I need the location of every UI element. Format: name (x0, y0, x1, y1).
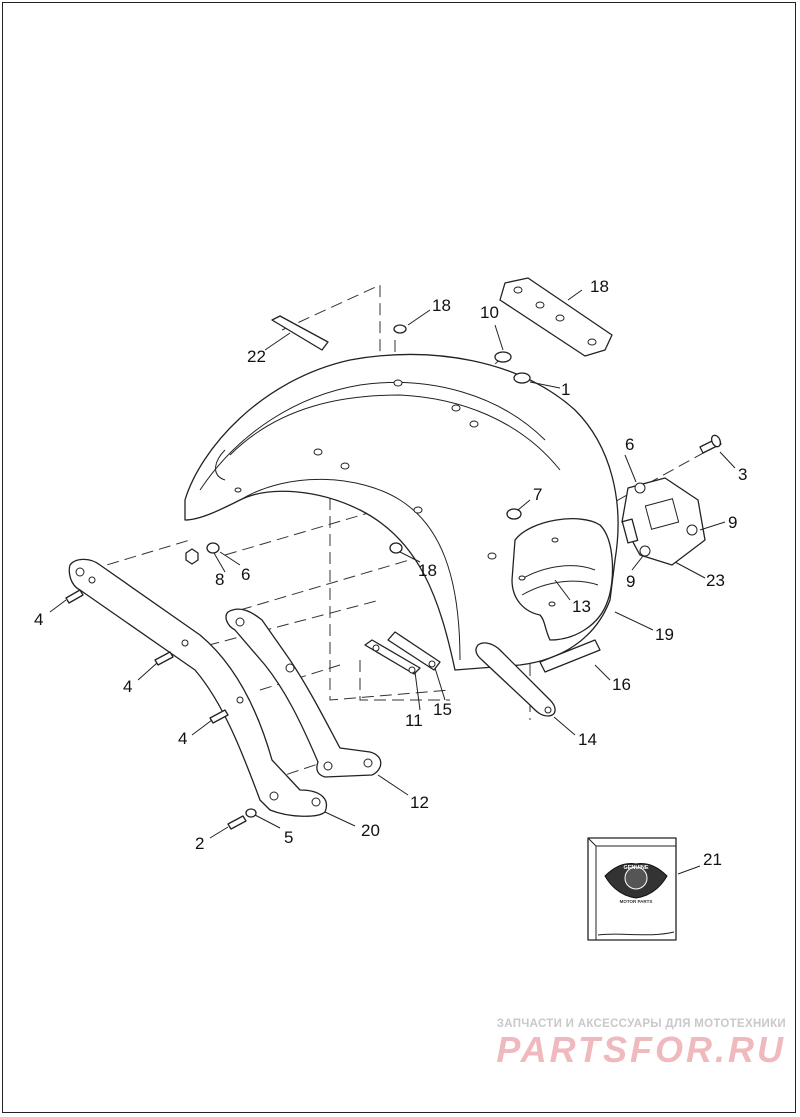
callout-6b: 6 (625, 435, 634, 454)
callout-4a: 4 (34, 610, 43, 629)
callout-2: 2 (195, 834, 204, 853)
strap-22 (271, 315, 329, 351)
screw-3 (699, 434, 722, 454)
callout-13: 13 (572, 597, 591, 616)
callout-20: 20 (361, 821, 380, 840)
callout-5: 5 (284, 828, 293, 847)
callout-11: 11 (405, 711, 423, 730)
screws-4 (65, 589, 229, 724)
callout-22: 22 (247, 347, 266, 366)
screw-2-washer-5 (227, 808, 257, 830)
callout-7: 7 (533, 485, 542, 504)
manual-booklet: GENUINE MOTOR PARTS (587, 837, 677, 941)
callout-14: 14 (578, 730, 597, 749)
callout-19: 19 (655, 625, 674, 644)
support-rail-right (225, 608, 382, 778)
badge-bottom-text: MOTOR PARTS (620, 899, 653, 904)
strut-14 (475, 642, 556, 717)
rear-fender (184, 353, 619, 671)
watermark-tagline: ЗАПЧАСТИ И АКСЕССУАРЫ ДЛЯ МОТОТЕХНИКИ (496, 1018, 786, 1030)
callout-23: 23 (706, 571, 725, 590)
callout-18a: 18 (432, 296, 451, 315)
nut-washer (185, 542, 220, 565)
license-bracket (511, 518, 614, 641)
watermark: ЗАПЧАСТИ И АКСЕССУАРЫ ДЛЯ МОТОТЕХНИКИ PA… (480, 1018, 786, 1070)
callout-9a: 9 (728, 513, 737, 532)
callout-4b: 4 (123, 677, 132, 696)
callout-18c: 18 (418, 561, 437, 580)
mounting-plate (621, 477, 706, 566)
rivets (389, 324, 531, 554)
callout-4c: 4 (178, 729, 187, 748)
callout-15: 15 (433, 700, 452, 719)
callout-18b: 18 (590, 277, 609, 296)
badge-top-text: GENUINE (623, 865, 648, 871)
callout-8: 8 (215, 570, 224, 589)
callout-1: 1 (561, 380, 570, 399)
leader-lines (49, 289, 736, 875)
callout-21: 21 (703, 850, 722, 869)
callout-16: 16 (612, 675, 631, 694)
brackets-11-15 (364, 631, 441, 675)
rod-16 (539, 639, 601, 673)
fender-strip (499, 277, 613, 357)
watermark-brand: PARTSFOR.RU (496, 1029, 786, 1070)
callout-10: 10 (480, 303, 499, 322)
callout-labels: 1 2 3 4 4 4 5 6 6 7 8 9 9 10 11 12 13 14… (34, 277, 747, 869)
callout-3: 3 (738, 465, 747, 484)
callout-9b: 9 (626, 572, 635, 591)
callout-12: 12 (410, 793, 429, 812)
callout-6a: 6 (241, 565, 250, 584)
